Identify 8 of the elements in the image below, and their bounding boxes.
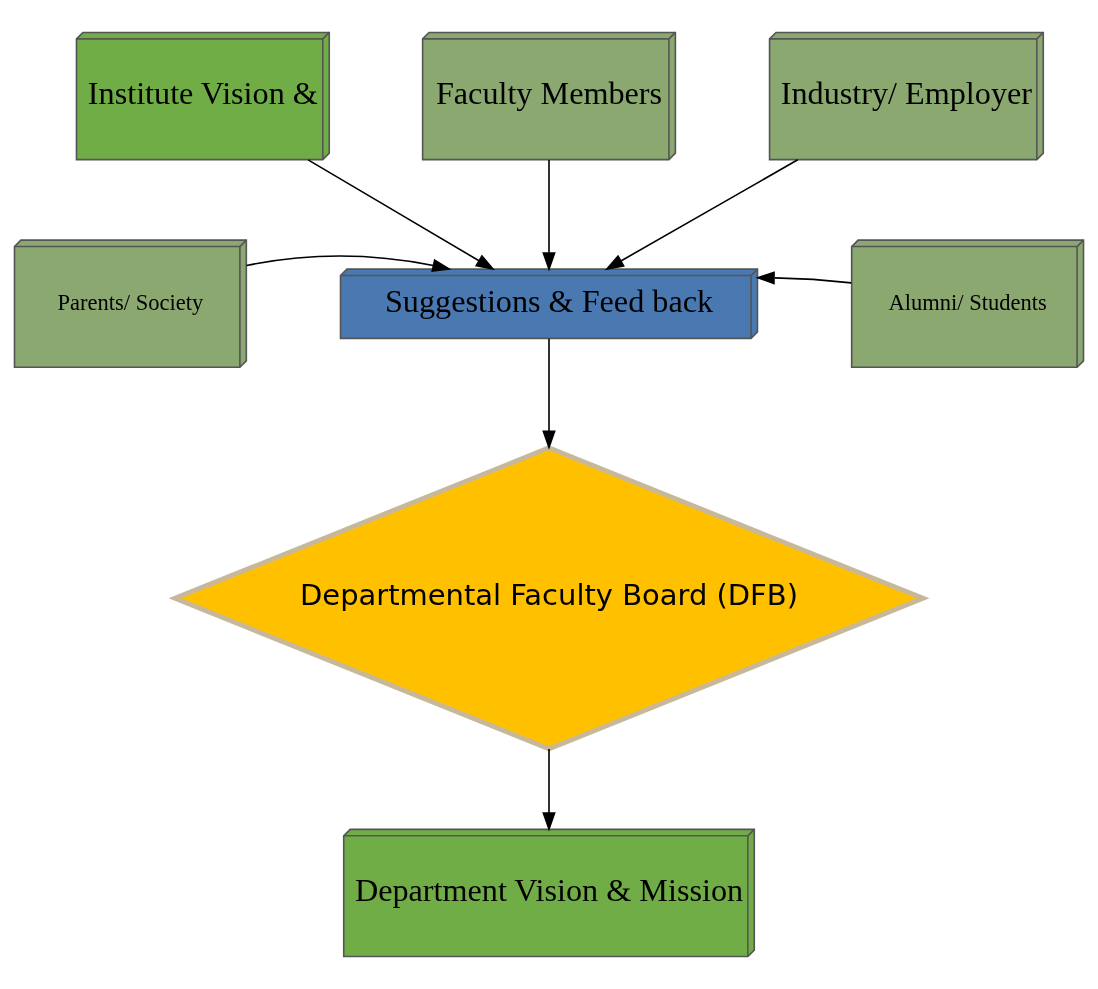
arrow [307, 159, 496, 271]
node-diamond: Departmental Faculty Board (DFB) [168, 445, 930, 752]
arrow [755, 271, 853, 285]
arrow [542, 159, 556, 272]
arrow [245, 255, 452, 273]
arrow [542, 337, 556, 450]
arrow [604, 159, 799, 271]
arrow [542, 748, 556, 832]
